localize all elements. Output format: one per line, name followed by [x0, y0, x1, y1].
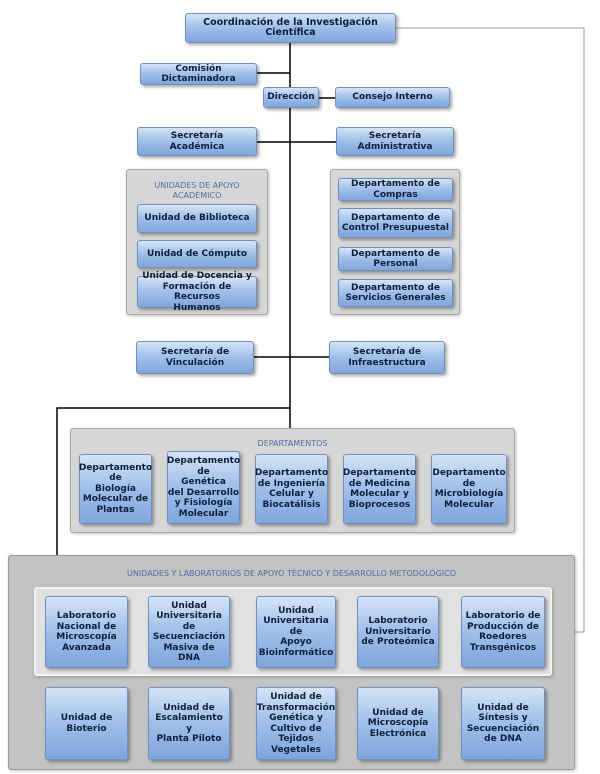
microscopia-electronica-box: Unidad de Microscopía Electrónica — [357, 687, 439, 760]
servicios-generales-box: Departamento de Servicios Generales — [338, 279, 453, 307]
planta-piloto-box: Unidad de Escalamiento y Planta Piloto — [148, 687, 230, 760]
sec-administrativa-box: Secretaría Administrativa — [336, 127, 454, 156]
sec-vinculacion-label: Secretaría de Vinculación — [160, 347, 230, 368]
roedores-transgenicos-label: Laboratorio de Producción de Roedores Tr… — [465, 611, 541, 653]
personal-label: Departamento de Personal — [351, 248, 440, 270]
biblioteca-label: Unidad de Biblioteca — [144, 213, 250, 224]
personal-box: Departamento de Personal — [338, 247, 453, 271]
sec-academica-label: Secretaría Académica — [169, 131, 225, 152]
bioinformatico-label: Unidad Universitaria de Apoyo Bioinformá… — [258, 605, 334, 658]
secuenciacion-masiva-box: Unidad Universitaria de Secuenciación Ma… — [148, 596, 230, 668]
tejidos-vegetales-label: Unidad de Transformación Genética y Cult… — [256, 692, 336, 755]
dept-ingenieria-celular-box: Departamento de Ingeniería Celular y Bio… — [255, 454, 328, 524]
proteomica-label: Laboratorio Universitario de Proteómica — [361, 616, 435, 648]
tejidos-vegetales-box: Unidad de Transformación Genética y Cult… — [256, 687, 336, 760]
microscopia-avanzada-label: Laboratorio Nacional de Microscopía Avan… — [56, 611, 117, 653]
comision-box: Comisión Dictaminadora — [140, 63, 257, 85]
dept-genetica-label: Departamento de Genética del Desarrollo … — [166, 456, 241, 519]
comision-label: Comisión Dictaminadora — [161, 63, 236, 85]
microscopia-electronica-label: Unidad de Microscopía Electrónica — [367, 707, 429, 739]
direccion-box: Dirección — [263, 87, 319, 108]
bioinformatico-box: Unidad Universitaria de Apoyo Bioinformá… — [256, 596, 336, 668]
sec-infraestructura-label: Secretaría de Infraestructura — [348, 347, 426, 368]
planta-piloto-label: Unidad de Escalamiento y Planta Piloto — [155, 702, 223, 745]
dept-microbiologia-label: Departamento de Microbiología Molecular — [432, 468, 506, 510]
microscopia-avanzada-box: Laboratorio Nacional de Microscopía Avan… — [45, 596, 128, 668]
docencia-label: Unidad de Docencia y Formación de Recurs… — [142, 271, 252, 313]
consejo-label: Consejo Interno — [352, 92, 433, 103]
dept-microbiologia-box: Departamento de Microbiología Molecular — [431, 454, 507, 524]
dept-biologia-plantas-box: Departamento de Biología Molecular de Pl… — [79, 454, 152, 524]
dept-medicina-molecular-box: Departamento de Medicina Molecular y Bio… — [343, 454, 416, 524]
coordinacion-label: Coordinación de la Investigación Científ… — [203, 16, 378, 38]
consejo-box: Consejo Interno — [335, 87, 450, 108]
compras-box: Departamento de Compras — [338, 178, 453, 201]
presupuestal-label: Departamento de Control Presupuestal — [342, 212, 450, 234]
secuenciacion-masiva-label: Unidad Universitaria de Secuenciación Ma… — [152, 600, 226, 664]
dept-genetica-box: Departamento de Genética del Desarrollo … — [167, 451, 240, 524]
computo-box: Unidad de Cómputo — [137, 240, 257, 268]
dept-medicina-molecular-label: Departamento de Medicina Molecular y Bio… — [342, 468, 417, 510]
proteomica-box: Laboratorio Universitario de Proteómica — [357, 596, 439, 668]
sec-academica-box: Secretaría Académica — [137, 127, 257, 156]
sec-infraestructura-box: Secretaría de Infraestructura — [329, 341, 445, 374]
biblioteca-box: Unidad de Biblioteca — [137, 204, 257, 233]
coordinacion-box: Coordinación de la Investigación Científ… — [185, 13, 396, 43]
apoyo-academico-title: UNIDADES DE APOYO ACADÉMICO — [154, 181, 240, 200]
sintesis-dna-box: Unidad de Síntesis y Secuenciación de DN… — [461, 687, 545, 760]
compras-label: Departamento de Compras — [351, 179, 440, 200]
presupuestal-box: Departamento de Control Presupuestal — [338, 208, 453, 238]
sec-vinculacion-box: Secretaría de Vinculación — [136, 341, 254, 374]
dept-ingenieria-celular-label: Departamento de Ingeniería Celular y Bio… — [254, 468, 329, 510]
sec-administrativa-label: Secretaría Administrativa — [357, 131, 433, 152]
bioterio-label: Unidad de Bioterio — [60, 713, 113, 734]
docencia-box: Unidad de Docencia y Formación de Recurs… — [137, 271, 257, 313]
dept-biologia-plantas-label: Departamento de Biología Molecular de Pl… — [78, 462, 153, 515]
servicios-generales-label: Departamento de Servicios Generales — [345, 282, 446, 304]
sintesis-dna-label: Unidad de Síntesis y Secuenciación de DN… — [466, 702, 540, 745]
unidades-lab-title: UNIDADES Y LABORATORIOS DE APOYO TÉCNICO… — [126, 569, 457, 578]
departamentos-title: DEPARTAMENTOS — [257, 439, 328, 448]
direccion-label: Dirección — [267, 92, 315, 103]
transgenicos-link — [396, 27, 585, 633]
unidades-lab-link — [56, 407, 290, 555]
roedores-transgenicos-box: Laboratorio de Producción de Roedores Tr… — [461, 596, 545, 668]
computo-label: Unidad de Cómputo — [146, 248, 248, 259]
bioterio-box: Unidad de Bioterio — [45, 687, 128, 760]
